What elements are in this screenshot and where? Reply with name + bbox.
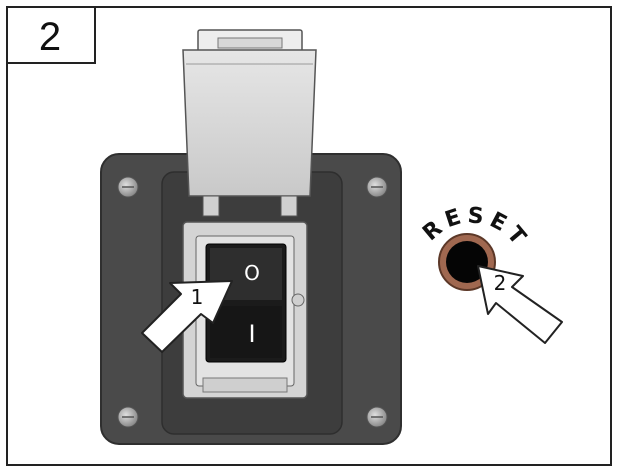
pointer-arrow-icon: 2 (477, 265, 563, 344)
switch-off-symbol: O (244, 261, 260, 285)
screw-icon (366, 176, 388, 198)
step-number: 2 (39, 15, 61, 59)
arrow-1-label: 1 (191, 285, 204, 309)
screw-icon (117, 176, 139, 198)
reset-letter-e: E (442, 205, 464, 233)
pointer-arrow-icon: 1 (141, 280, 233, 353)
step-badge: 2 (6, 6, 96, 64)
screw-icon (366, 406, 388, 428)
arrow-2-label: 2 (494, 271, 507, 295)
switch-on-symbol: I (248, 320, 255, 348)
reset-letter-s: S (467, 203, 485, 229)
screw-icon (117, 406, 139, 428)
protective-flap[interactable] (182, 29, 317, 217)
